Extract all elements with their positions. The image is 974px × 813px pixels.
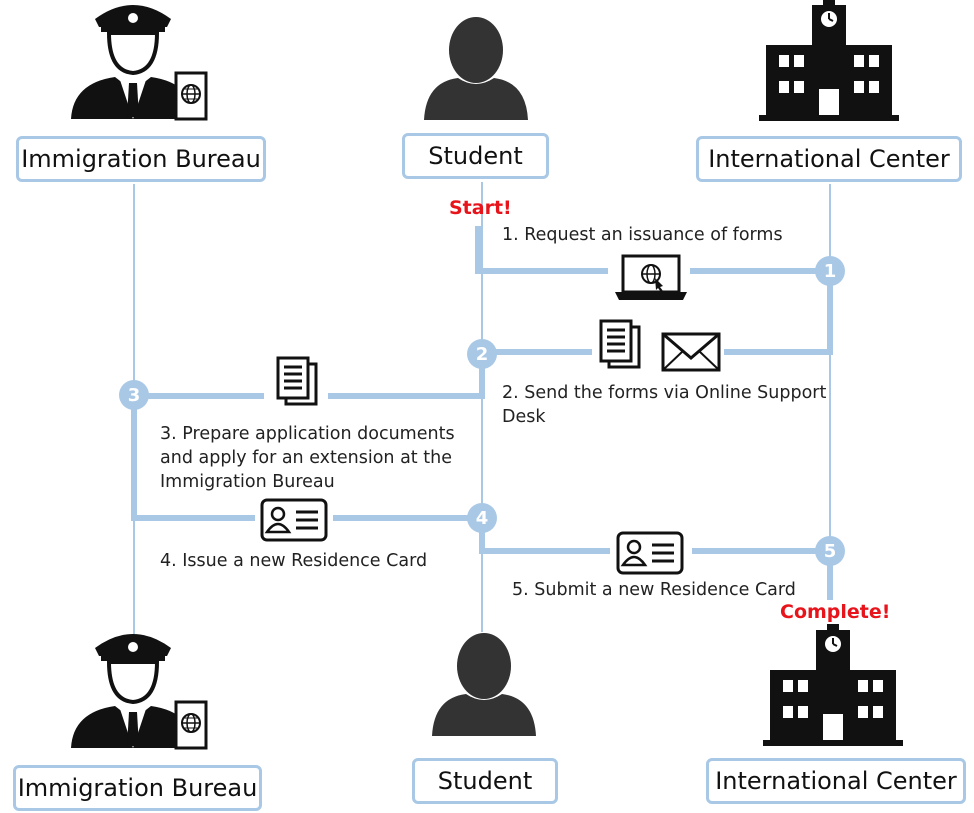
police-officer-icon-top [69, 3, 208, 121]
id-card-icon-step4 [260, 498, 328, 542]
student-person-icon-top [424, 17, 528, 120]
step-badge-3: 3 [119, 380, 149, 410]
step-text-4: 4. Issue a new Residence Card [160, 551, 428, 571]
id-card-icon-step5 [616, 531, 684, 575]
step-badge-5: 5 [815, 536, 845, 566]
actor-label-center-bottom: International Center [706, 758, 966, 804]
step-badge-2: 2 [467, 339, 497, 369]
actor-label-center-top: International Center [696, 136, 962, 182]
actor-label-student-bottom: Student [412, 758, 558, 804]
start-label: Start! [449, 197, 512, 219]
actor-label-student-top: Student [402, 133, 549, 179]
school-building-icon-top [758, 0, 900, 122]
step-text-5: 5. Submit a new Residence Card [512, 580, 796, 600]
actor-label-immigration-top: Immigration Bureau [16, 136, 266, 182]
step-badge-1: 1 [815, 256, 845, 286]
step-text-2: 2. Send the forms via Online Support Des… [502, 383, 827, 427]
student-person-icon-bottom [432, 633, 536, 736]
documents-icon-step3 [276, 356, 318, 406]
step-badge-4: 4 [467, 503, 497, 533]
documents-icon-step2 [599, 319, 641, 369]
school-building-icon-bottom [762, 623, 904, 747]
step-text-3: 3. Prepare application documents and app… [160, 424, 455, 492]
complete-label: Complete! [780, 601, 891, 623]
laptop-globe-icon [613, 254, 689, 302]
envelope-icon [661, 332, 721, 372]
actor-label-immigration-bottom: Immigration Bureau [13, 765, 262, 811]
police-officer-icon-bottom [69, 632, 208, 750]
step-text-1: 1. Request an issuance of forms [502, 225, 783, 245]
